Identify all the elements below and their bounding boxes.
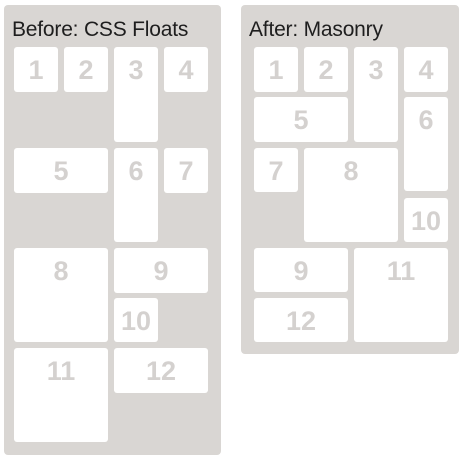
after-tile-4: 4 [404, 47, 448, 92]
before-tile-8: 8 [14, 248, 108, 342]
after-tile-10: 10 [404, 198, 448, 242]
before-tile-4: 4 [164, 47, 208, 92]
after-tile-11: 11 [354, 248, 448, 342]
before-tile-11: 11 [14, 348, 108, 442]
after-tile-6: 6 [404, 97, 448, 191]
panel-before-css-floats: Before: CSS Floats 1 2 3 4 5 6 7 8 9 10 … [4, 5, 221, 455]
panel-after-masonry: After: Masonry 1 2 3 4 5 6 7 8 10 9 11 1… [241, 5, 459, 354]
before-tile-2: 2 [64, 47, 108, 92]
after-tile-7: 7 [254, 148, 298, 192]
panel-title-after: After: Masonry [249, 18, 383, 41]
before-tile-10: 10 [114, 298, 158, 342]
panel-title-before: Before: CSS Floats [12, 18, 189, 41]
after-tile-2: 2 [304, 47, 348, 92]
before-tile-1: 1 [14, 47, 58, 92]
after-tile-9: 9 [254, 248, 348, 292]
after-tile-5: 5 [254, 97, 348, 142]
before-tile-3: 3 [114, 47, 158, 142]
after-tile-12: 12 [254, 298, 348, 342]
before-tile-7: 7 [164, 148, 208, 193]
before-tile-9: 9 [114, 248, 208, 293]
after-tile-1: 1 [254, 47, 298, 92]
before-tile-5: 5 [14, 148, 108, 193]
after-tile-8: 8 [304, 148, 398, 242]
before-tile-12: 12 [114, 348, 208, 393]
before-tile-6: 6 [114, 148, 158, 242]
after-tile-3: 3 [354, 47, 398, 142]
